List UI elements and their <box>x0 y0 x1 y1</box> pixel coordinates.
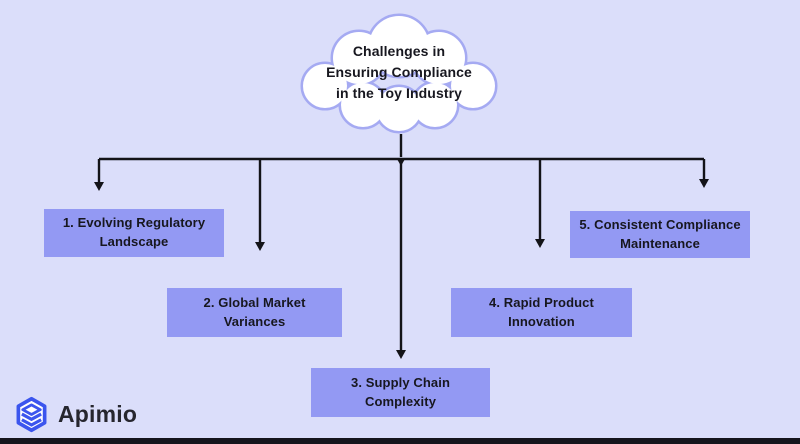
node-label-5: 5. Consistent Compliance Maintenance <box>579 216 741 251</box>
node-box-4: 4. Rapid Product Innovation <box>451 288 632 337</box>
node-label-3: 3. Supply Chain Complexity <box>350 374 450 409</box>
node-box-3: 3. Supply Chain Complexity <box>311 368 490 417</box>
bottom-bar <box>0 438 800 444</box>
apimio-logo-icon <box>16 396 47 433</box>
diagram-title: Challenges in Ensuring Compliance in the… <box>326 42 472 101</box>
node-label-4: 4. Rapid Product Innovation <box>489 294 594 329</box>
node-box-5: 5. Consistent Compliance Maintenance <box>570 211 750 258</box>
node-label-2: 2. Global Market Variances <box>203 294 306 329</box>
brand-name: Apimio <box>58 401 138 427</box>
node-box-1: 1. Evolving Regulatory Landscape <box>44 209 224 257</box>
node-box-2: 2. Global Market Variances <box>167 288 342 337</box>
node-label-1: 1. Evolving Regulatory Landscape <box>62 215 206 249</box>
brand-logo: Apimio <box>14 396 137 433</box>
